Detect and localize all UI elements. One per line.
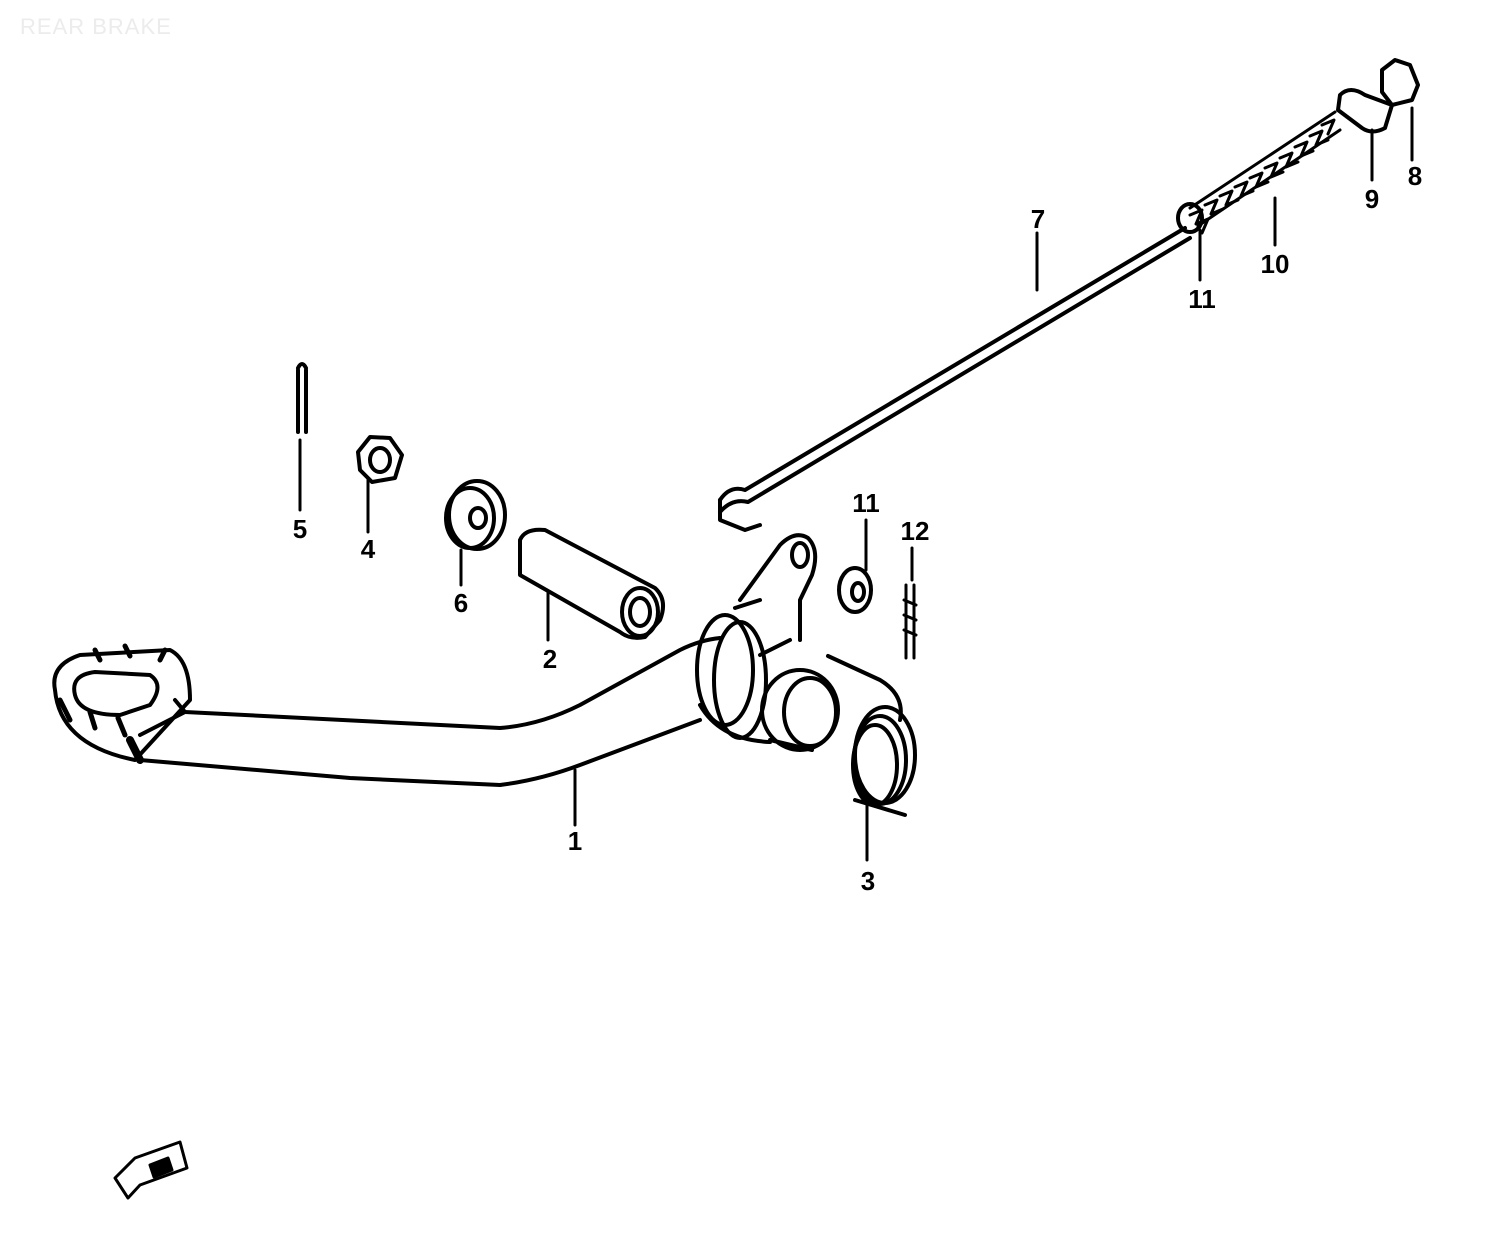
callout-8: 8	[1408, 161, 1422, 191]
diagram-title: REAR BRAKE	[20, 14, 172, 39]
callout-5: 5	[293, 514, 307, 544]
cotter-pin	[296, 362, 308, 434]
callout-7: 7	[1031, 204, 1045, 234]
washer	[444, 479, 507, 551]
leader-lines	[298, 106, 1414, 862]
callout-10: 10	[1261, 249, 1290, 279]
callout-3: 3	[861, 866, 875, 896]
rod-washer	[1176, 202, 1204, 234]
return-spring	[826, 654, 917, 817]
callout-2: 2	[543, 644, 557, 674]
pin	[902, 583, 918, 660]
pivot-bushing	[518, 527, 666, 640]
callout-12: 12	[901, 516, 930, 546]
brake-pedal-lever	[52, 533, 840, 787]
nut	[356, 435, 404, 484]
callout-11-upper: 11	[1188, 284, 1216, 314]
front-direction-arrow-icon	[113, 1140, 189, 1200]
callout-6: 6	[454, 588, 468, 618]
callout-4: 4	[361, 534, 376, 564]
rod-joint	[1336, 88, 1394, 134]
brake-rod	[718, 226, 1192, 532]
rod-spring	[1188, 110, 1342, 235]
adjusting-nut	[1380, 58, 1420, 107]
callout-11-lower: 11	[852, 488, 880, 518]
callout-1: 1	[568, 826, 582, 856]
callout-9: 9	[1365, 184, 1379, 214]
pin-washer	[837, 566, 873, 614]
